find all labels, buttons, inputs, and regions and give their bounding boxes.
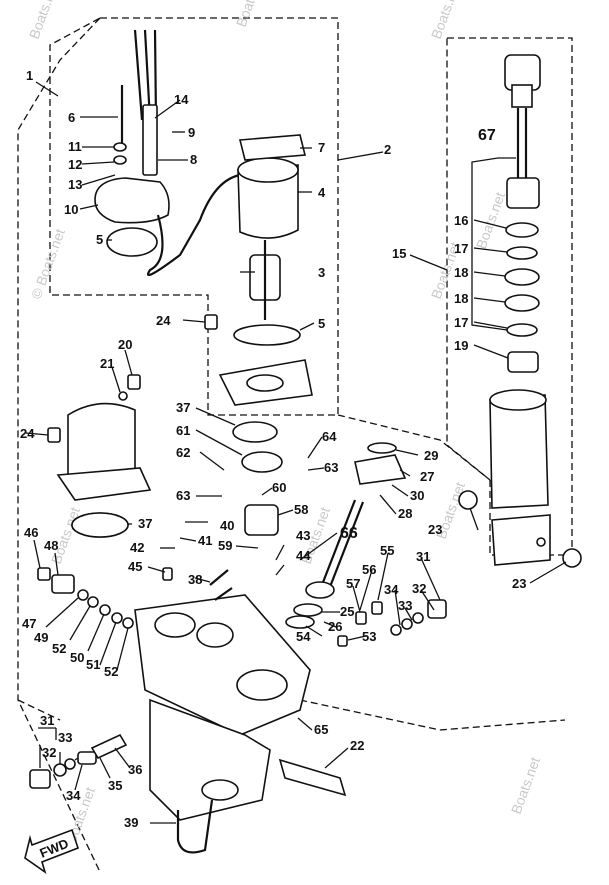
callout-37: 37 [138,516,152,531]
callout-12: 12 [68,157,82,172]
callout-63: 63 [324,460,338,475]
watermark-text: Boats.net [26,0,61,41]
callout-16: 16 [454,213,468,228]
callout-30: 30 [410,488,424,503]
callout-9: 9 [188,125,195,140]
callout-66: 66 [340,525,358,542]
callout-52: 52 [52,641,66,656]
callout-38: 38 [188,572,202,587]
callout-42: 42 [130,540,144,555]
callout-21: 21 [100,356,114,371]
callout-44: 44 [296,548,311,563]
callout-25: 25 [340,604,354,619]
callout-62: 62 [176,445,190,460]
callout-10: 10 [64,202,78,217]
callout-7: 7 [318,140,325,155]
callout-46: 46 [24,525,38,540]
callout-5: 5 [96,232,103,247]
callout-26: 26 [328,619,342,634]
callout-43: 43 [296,528,310,543]
assembly-boundaries [17,17,573,873]
callout-8: 8 [190,152,197,167]
callout-13: 13 [68,177,82,192]
callout-20: 20 [118,337,132,352]
callout-19: 19 [454,338,468,353]
callout-52: 52 [104,664,118,679]
callout-67: 67 [478,127,496,144]
callout-14: 14 [174,92,189,107]
callout-labels: 1 2 3 4 5 5 6 7 8 9 10 11 12 13 14 15 16… [20,68,526,830]
reservoir-pump-parts [47,374,407,599]
callout-23: 23 [512,576,526,591]
callout-49: 49 [34,630,48,645]
callout-24: 24 [156,313,171,328]
callout-61: 61 [176,423,190,438]
watermark-text: Boats.net [48,505,83,566]
watermark-text: Boats.net [233,0,268,29]
callout-23: 23 [428,522,442,537]
callout-51: 51 [86,657,100,672]
callout-60: 60 [272,480,286,495]
callout-27: 27 [420,469,434,484]
callout-18: 18 [454,265,468,280]
callout-17: 17 [454,315,468,330]
fwd-arrow: FWD [24,828,79,874]
watermark-text: Boats.net [428,0,463,41]
callout-33: 33 [58,730,72,745]
callout-31: 31 [416,549,430,564]
callout-48: 48 [44,538,58,553]
callout-34: 34 [384,582,399,597]
callout-54: 54 [296,629,311,644]
callout-45: 45 [128,559,142,574]
callout-6: 6 [68,110,75,125]
callout-31: 31 [40,713,54,728]
callout-33: 33 [398,598,412,613]
callout-1: 1 [26,68,33,83]
callout-53: 53 [362,629,376,644]
callout-55: 55 [380,543,394,558]
callout-36: 36 [128,762,142,777]
callout-4: 4 [318,185,326,200]
callout-56: 56 [362,562,376,577]
callout-5: 5 [318,316,325,331]
callout-15: 15 [392,246,406,261]
callout-65: 65 [314,722,328,737]
callout-59: 59 [218,538,232,553]
callout-47: 47 [22,616,36,631]
callout-24: 24 [20,426,35,441]
callout-40: 40 [220,518,234,533]
callout-22: 22 [350,738,364,753]
callout-39: 39 [124,815,138,830]
callout-50: 50 [70,650,84,665]
callout-58: 58 [294,502,308,517]
callout-18: 18 [454,291,468,306]
callout-32: 32 [42,745,56,760]
callout-41: 41 [198,533,212,548]
callout-2: 2 [384,142,391,157]
callout-32: 32 [412,581,426,596]
callout-17: 17 [454,241,468,256]
callout-35: 35 [108,778,122,793]
callout-63: 63 [176,488,190,503]
leader-lines [25,81,567,824]
callout-11: 11 [68,139,82,154]
trim-cylinder-parts [458,54,582,568]
callout-64: 64 [322,429,337,444]
callout-37: 37 [176,400,190,415]
callout-3: 3 [318,265,325,280]
callout-29: 29 [424,448,438,463]
callout-28: 28 [398,506,412,521]
watermark-text: Boats.net [508,755,543,816]
callout-57: 57 [346,576,360,591]
watermark-text: © Boats.net [28,227,68,302]
callout-34: 34 [66,788,81,803]
motor-group-parts [94,29,313,406]
